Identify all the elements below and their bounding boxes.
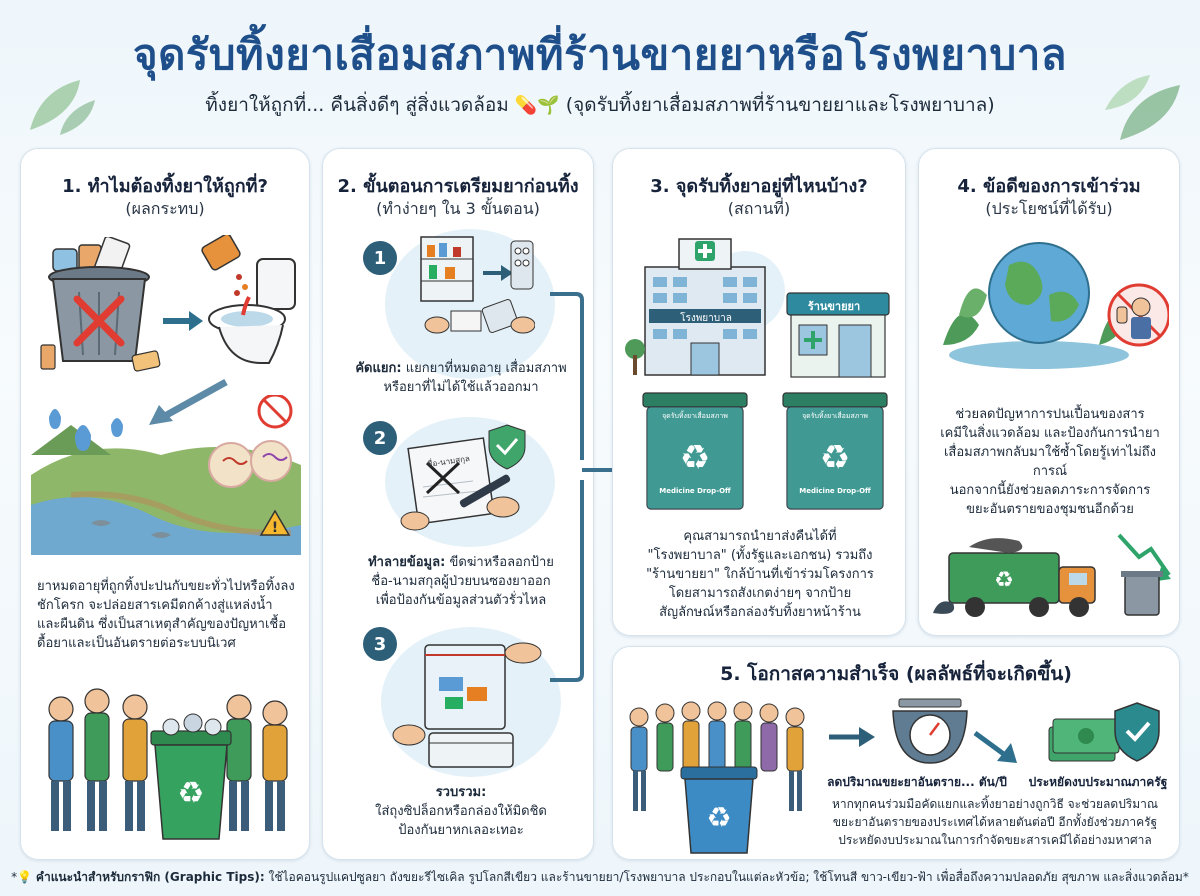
step1-line1: แยกยาที่หมดอายุ เสื่อมสภาพ — [405, 361, 567, 376]
arrow-right-icon — [829, 727, 875, 747]
panel3-text-line: "ร้านขายยา" ใกล้บ้านที่เข้าร่วมโครงการ — [646, 567, 874, 582]
step3-text: รวบรวม: ใส่ถุงซิปล็อกหรือกล่องให้มิดชิด … — [341, 783, 581, 840]
garbage-truck-icon: ♻ — [933, 533, 1171, 617]
panel3-title: 3. จุดรับทิ้งยาอยู่ที่ไหนบ้าง? — [650, 176, 868, 197]
bin-bottom-label: Medicine Drop-Off — [659, 487, 731, 495]
pharmacy-storefront-icon — [786, 292, 890, 378]
panel3-text-line: โดยสามารถสังเกตง่ายๆ จากป้าย — [668, 586, 852, 601]
panel4-text-line: เคมีในสิ่งแวดล้อม และป้องกันการนำยา — [940, 426, 1160, 441]
cross-out-envelope-icon — [400, 424, 526, 531]
step1-text: คัดแยก: แยกยาที่หมดอายุ เสื่อมสภาพ หรือย… — [341, 359, 581, 397]
panel1-text-line: ดื้อยาและเป็นอันตรายต่อระบบนิเวศ — [37, 636, 236, 651]
panel2-title: 2. ขั้นตอนการเตรียมยาก่อนทิ้ง — [337, 176, 579, 197]
panel3-text-line: คุณสามารถนำยาส่งคืนได้ที่ — [683, 529, 837, 544]
recycle-bin-icon: ♻ — [782, 392, 888, 510]
panel5-text-line: ประหยัดงบประมาณในการกำจัดขยะสารเคมีได้อย… — [838, 833, 1152, 847]
bin-top-label: จุดรับทิ้งยาเสื่อมสภาพ — [802, 412, 868, 420]
panel5-text: หากทุกคนร่วมมือคัดแยกและทิ้งยาอย่างถูกวิ… — [813, 795, 1177, 849]
leaf-decoration-left-icon — [30, 80, 95, 135]
hospital-sign: โรงพยาบาล — [680, 313, 732, 324]
panel4-text-line: ขยะอันตรายของชุมชนอีกด้วย — [966, 502, 1134, 517]
svg-text:♻: ♻ — [820, 438, 850, 478]
panel3-text-line: "โรงพยาบาล" (ทั้งรัฐและเอกชน) รวมถึง — [647, 548, 873, 563]
drop-off-bin-hospital[interactable]: ♻ จุดรับทิ้งยาเสื่อมสภาพ Medicine Drop-O… — [641, 387, 749, 511]
community-recycling-icon: ♻ — [629, 701, 805, 854]
panel4-text-line: เสื่อมสภาพกลับมาใช้ซ้ำโดยรู้เท่าไม่ถึงกา… — [943, 445, 1157, 479]
arrow-right-icon — [163, 311, 203, 331]
panel3-subtitle: (สถานที่) — [727, 199, 791, 218]
spilled-pill-bottle-icon — [40, 344, 161, 372]
arrow-down-left-icon — [149, 378, 228, 425]
svg-text:♻: ♻ — [680, 438, 710, 478]
panel1-text: ยาหมดอายุที่ถูกทิ้งปะปนกับขยะทั่วไปหรือท… — [37, 577, 299, 653]
subtitle-paren: (จุดรับทิ้งยาเสื่อมสภาพที่ร้านขายยาและโร… — [565, 94, 995, 116]
outcome-label-waste: ลดปริมาณขยะยาอันตราย... ตัน/ปี — [827, 775, 1007, 789]
medicine-cabinet-icon — [420, 236, 535, 334]
green-earth-icon — [943, 242, 1169, 369]
step2-label: ทำลายข้อมูล: — [368, 555, 446, 570]
step1-line2: หรือยาที่ไม่ได้ใช้แล้วออกมา — [383, 380, 539, 395]
step1-label: คัดแยก: — [355, 361, 402, 376]
polluted-river-icon: ! — [31, 395, 301, 555]
pharmacy-sign: ร้านขายยา — [807, 300, 861, 313]
subtitle-main: ทิ้งยาให้ถูกที่... คืนสิ่งดีๆ สู่สิ่งแวด… — [205, 94, 509, 116]
panel5-title: 5. โอกาสความสำเร็จ (ผลลัพธ์ที่จะเกิดขึ้น… — [720, 663, 1072, 685]
svg-text:♻: ♻ — [706, 801, 731, 834]
svg-text:♻: ♻ — [178, 776, 205, 811]
weighing-scale-icon — [892, 698, 968, 764]
money-shield-icon — [1048, 702, 1160, 762]
panel5-text-line: ขยะยาอันตรายของประเทศได้หลายตันต่อปี อีก… — [832, 815, 1158, 829]
panel-benefits: 4. ข้อดีของการเข้าร่วม (ประโยชน์ที่ได้รั… — [918, 148, 1180, 636]
recycle-bin-icon: ♻ — [642, 392, 748, 510]
panel5-text-line: หากทุกคนร่วมมือคัดแยกและทิ้งยาอย่างถูกวิ… — [831, 797, 1159, 811]
arrow-down-icon — [973, 730, 1017, 763]
step3-line2: ป้องกันยาหกเลอะเทอะ — [398, 823, 524, 838]
panel-steps: 2. ขั้นตอนการเตรียมยาก่อนทิ้ง (ทำง่ายๆ ใ… — [322, 148, 594, 860]
page-subtitle: ทิ้งยาให้ถูกที่... คืนสิ่งดีๆ สู่สิ่งแวด… — [0, 90, 1200, 120]
panel4-title: 4. ข้อดีของการเข้าร่วม — [957, 176, 1141, 197]
pill-sprout-icon: 💊🌱 — [514, 95, 560, 116]
step1-number: 1 — [363, 241, 397, 275]
page-title: จุดรับทิ้งยาเสื่อมสภาพที่ร้านขายยาหรือโร… — [132, 30, 1068, 79]
ziplock-bag-box-icon — [392, 642, 542, 768]
leaf-decoration-right-icon — [1105, 75, 1180, 140]
panel4-text-line: นอกจากนี้ยังช่วยลดภาระการจัดการ — [949, 483, 1151, 498]
panel1-title: 1. ทำไมต้องทิ้งยาให้ถูกที่? — [62, 176, 268, 197]
panel-why: 1. ทำไมต้องทิ้งยาให้ถูกที่? (ผลกระทบ) — [20, 148, 310, 860]
panel-outcomes: 5. โอกาสความสำเร็จ (ผลลัพธ์ที่จะเกิดขึ้น… — [612, 646, 1180, 860]
panel1-text-line: ชักโครก จะปล่อยสารเคมีตกค้างสู่แหล่งน้ำ — [37, 598, 273, 613]
outcome-label-budget: ประหยัดงบประมาณภาครัฐ — [1028, 775, 1168, 789]
step2-line2: ชื่อ-นามสกุลผู้ป่วยบนซองยาออก — [371, 574, 551, 589]
step2-line1: ขีดฆ่าหรือลอกป้าย — [449, 555, 554, 570]
panel3-text: คุณสามารถนำยาส่งคืนได้ที่ "โรงพยาบาล" (ท… — [627, 527, 893, 622]
panel1-text-line: และผืนดิน ซึ่งเป็นสาเหตุสำคัญของปัญหาเชื… — [37, 617, 287, 632]
graphic-tips-footer: *💡 คำแนะนำสำหรับกราฟิก (Graphic Tips): ใ… — [0, 868, 1200, 887]
svg-text:!: ! — [272, 520, 278, 536]
drop-off-bin-pharmacy[interactable]: ♻ จุดรับทิ้งยาเสื่อมสภาพ Medicine Drop-O… — [781, 387, 889, 511]
step3-line1: ใส่ถุงซิปล็อกหรือกล่องให้มิดชิด — [375, 804, 547, 819]
panel4-subtitle: (ประโยชน์ที่ได้รับ) — [985, 199, 1113, 218]
lightbulb-icon: *💡 — [11, 870, 33, 884]
toilet-pouring-icon — [201, 235, 296, 364]
step3-number: 3 — [363, 627, 397, 661]
panel2-subtitle: (ทำง่ายๆ ใน 3 ขั้นตอน) — [376, 199, 540, 218]
panel4-text: ช่วยลดปัญหาการปนเปื้อนของสาร เคมีในสิ่งแ… — [927, 405, 1173, 519]
footer-label: คำแนะนำสำหรับกราฟิก (Graphic Tips): — [35, 870, 265, 884]
step2-number: 2 — [363, 421, 397, 455]
bin-bottom-label: Medicine Drop-Off — [799, 487, 871, 495]
footer-text: ใช้ไอคอนรูปแคปซูลยา ถังขยะรีไซเคิล รูปโล… — [268, 870, 1189, 884]
step2-line3: เพื่อป้องกันข้อมูลส่วนตัวรั่วไหล — [375, 593, 547, 608]
panel4-text-line: ช่วยลดปัญหาการปนเปื้อนของสาร — [955, 407, 1145, 422]
panel-locations: 3. จุดรับทิ้งยาอยู่ที่ไหนบ้าง? (สถานที่)… — [612, 148, 906, 636]
people-recycling-icon: ♻ — [48, 688, 288, 840]
hospital-building-icon — [625, 238, 785, 376]
panel1-text-line: ยาหมดอายุที่ถูกทิ้งปะปนกับขยะทั่วไปหรือท… — [37, 579, 295, 594]
panel3-text-line: สัญลักษณ์หรือกล่องรับทิ้งยาหน้าร้าน — [659, 605, 861, 620]
step2-text: ทำลายข้อมูล: ขีดฆ่าหรือลอกป้าย ชื่อ-นามส… — [341, 553, 581, 610]
step3-label: รวบรวม: — [435, 785, 487, 800]
trash-can-medicines-icon — [48, 237, 150, 362]
bin-top-label: จุดรับทิ้งยาเสื่อมสภาพ — [662, 412, 728, 420]
panel1-subtitle: (ผลกระทบ) — [125, 199, 205, 218]
svg-text:♻: ♻ — [994, 568, 1014, 593]
